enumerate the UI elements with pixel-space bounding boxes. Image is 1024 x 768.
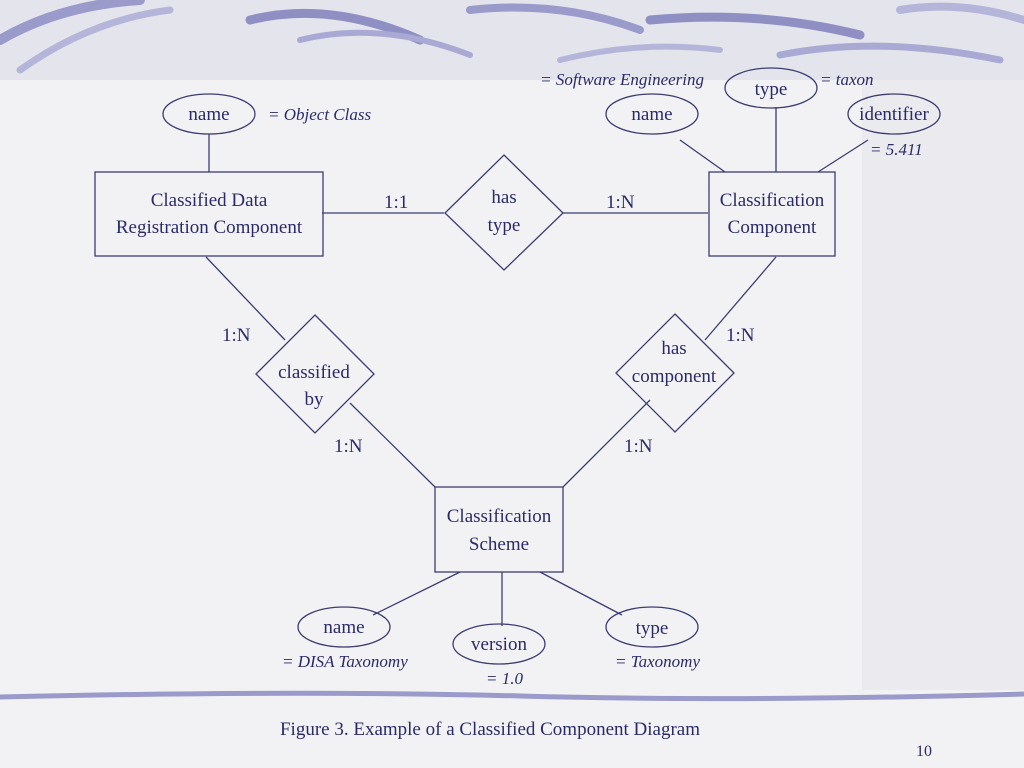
value-cdr-name: = Object Class xyxy=(268,105,371,124)
relationship-label-line2: type xyxy=(488,215,521,236)
entity-label-line1: Classified Data xyxy=(151,190,268,211)
value-cs-name: = DISA Taxonomy xyxy=(282,652,408,671)
cardinality-classifiedby-cs: 1:N xyxy=(334,436,363,457)
attribute-label: name xyxy=(631,104,672,125)
attribute-label: name xyxy=(188,104,229,125)
value-cc-identifier: = 5.411 xyxy=(870,140,923,159)
attribute-cc-name: name xyxy=(605,93,699,135)
cardinality-cc-hascomponent: 1:N xyxy=(726,325,755,346)
cardinality-cdr-classifiedby: 1:N xyxy=(222,325,251,346)
entity-label-line1: Classification xyxy=(447,506,552,527)
attribute-label: identifier xyxy=(859,104,929,125)
entity-label-line2: Registration Component xyxy=(116,217,303,238)
figure-caption: Figure 3. Example of a Classified Compon… xyxy=(280,719,700,740)
decorative-swoosh-header xyxy=(0,0,1024,80)
value-cc-type: = taxon xyxy=(820,70,874,89)
relationship-label-line1: has xyxy=(491,187,516,208)
entity-label-line2: Scheme xyxy=(469,534,529,555)
attribute-cdr-name: name xyxy=(162,93,256,135)
attribute-label: type xyxy=(636,618,669,639)
edge-cc-identifier xyxy=(817,139,869,173)
edge-cdr-classifiedby xyxy=(205,256,286,341)
relationship-has-component: has component xyxy=(615,313,735,433)
edge-cc-hascomponent xyxy=(704,256,777,341)
edge-cc-name xyxy=(679,139,726,173)
attribute-cs-version: version xyxy=(452,623,546,665)
relationship-label-line2: by xyxy=(305,389,325,410)
cardinality-hascomponent-cs: 1:N xyxy=(624,436,653,457)
edge-classifiedby-cs xyxy=(349,402,436,488)
relationship-label-line2: component xyxy=(632,366,717,387)
page-number: 10 xyxy=(916,743,932,760)
attribute-cc-identifier: identifier xyxy=(847,93,941,135)
edge-cs-name xyxy=(372,571,461,616)
relationship-label-line1: has xyxy=(661,338,686,359)
entity-classification-scheme: Classification Scheme xyxy=(434,486,564,573)
attribute-label: type xyxy=(755,79,788,100)
edge-hascomponent-cs xyxy=(562,399,651,488)
cardinality-hastype-cc: 1:N xyxy=(606,192,635,213)
entity-label-line2: Component xyxy=(728,217,817,238)
attribute-cs-type: type xyxy=(605,606,699,648)
relationship-classified-by: classified by xyxy=(255,314,375,434)
value-cs-version: = 1.0 xyxy=(486,669,523,688)
entity-classified-data-registration-component: Classified Data Registration Component xyxy=(94,171,324,257)
relationship-label-line1: classified xyxy=(278,362,350,383)
right-margin-panel xyxy=(862,80,1024,690)
edge-cs-type xyxy=(539,571,623,616)
attribute-label: version xyxy=(471,634,527,655)
attribute-cs-name: name xyxy=(297,606,391,648)
entity-label-line1: Classification xyxy=(720,190,825,211)
bottom-divider xyxy=(0,690,1024,702)
entity-classification-component: Classification Component xyxy=(708,171,836,257)
value-cc-name: = Software Engineering xyxy=(540,70,704,89)
value-cs-type: = Taxonomy xyxy=(615,652,700,671)
cardinality-cdr-hastype: 1:1 xyxy=(384,192,408,213)
attribute-label: name xyxy=(323,617,364,638)
connectors xyxy=(205,107,869,626)
attribute-cc-type: type xyxy=(724,67,818,109)
relationship-has-type: has type xyxy=(444,154,564,271)
